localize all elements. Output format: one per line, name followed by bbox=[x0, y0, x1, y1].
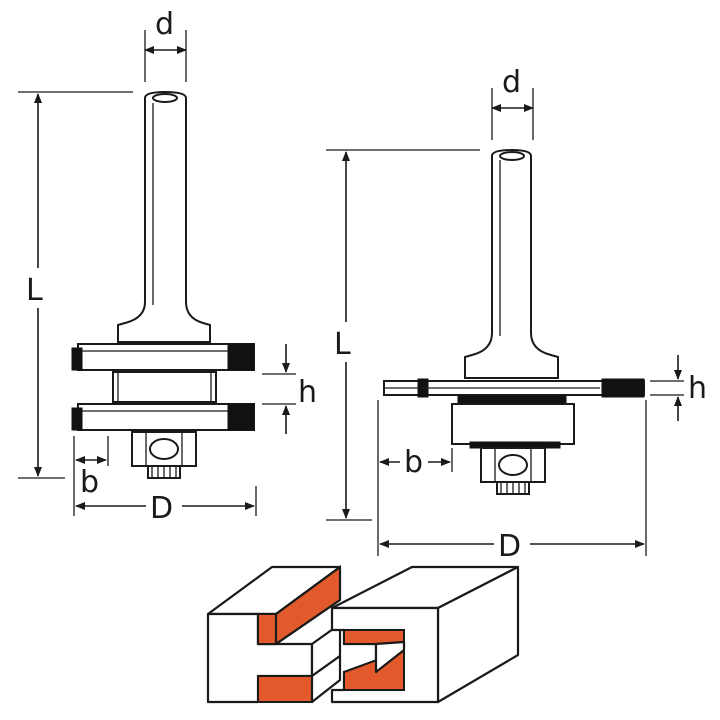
left-d-label: d bbox=[155, 7, 174, 42]
left-D-label: D bbox=[150, 491, 173, 526]
left-shank bbox=[117, 90, 211, 343]
right-cutter: d L h b D bbox=[326, 65, 707, 564]
left-lower-tip-left bbox=[71, 407, 83, 431]
right-washer bbox=[457, 395, 567, 405]
left-L-label: L bbox=[26, 273, 43, 308]
left-lower-tip-right bbox=[227, 403, 255, 431]
left-upper-tip-right bbox=[227, 343, 255, 371]
right-b-label: b bbox=[404, 445, 423, 480]
left-b-label: b bbox=[80, 465, 99, 500]
left-h-label: h bbox=[298, 375, 317, 410]
right-disc-tip-right bbox=[601, 378, 645, 398]
right-h-label: h bbox=[688, 371, 707, 406]
joint-illustration bbox=[206, 565, 520, 704]
right-bearing bbox=[451, 403, 575, 445]
left-lower-disc bbox=[77, 403, 255, 431]
right-d-label: d bbox=[502, 65, 521, 100]
joint-left-groove-bottom bbox=[257, 675, 313, 703]
joint-left-block bbox=[206, 565, 342, 704]
joint-right-block bbox=[330, 565, 520, 704]
left-cutter: d L h b D bbox=[18, 7, 317, 526]
left-upper-tip-left bbox=[71, 347, 83, 371]
right-shank bbox=[464, 148, 559, 379]
right-L-label: L bbox=[334, 327, 351, 362]
left-spacer bbox=[112, 371, 217, 403]
right-D-label: D bbox=[498, 529, 521, 564]
